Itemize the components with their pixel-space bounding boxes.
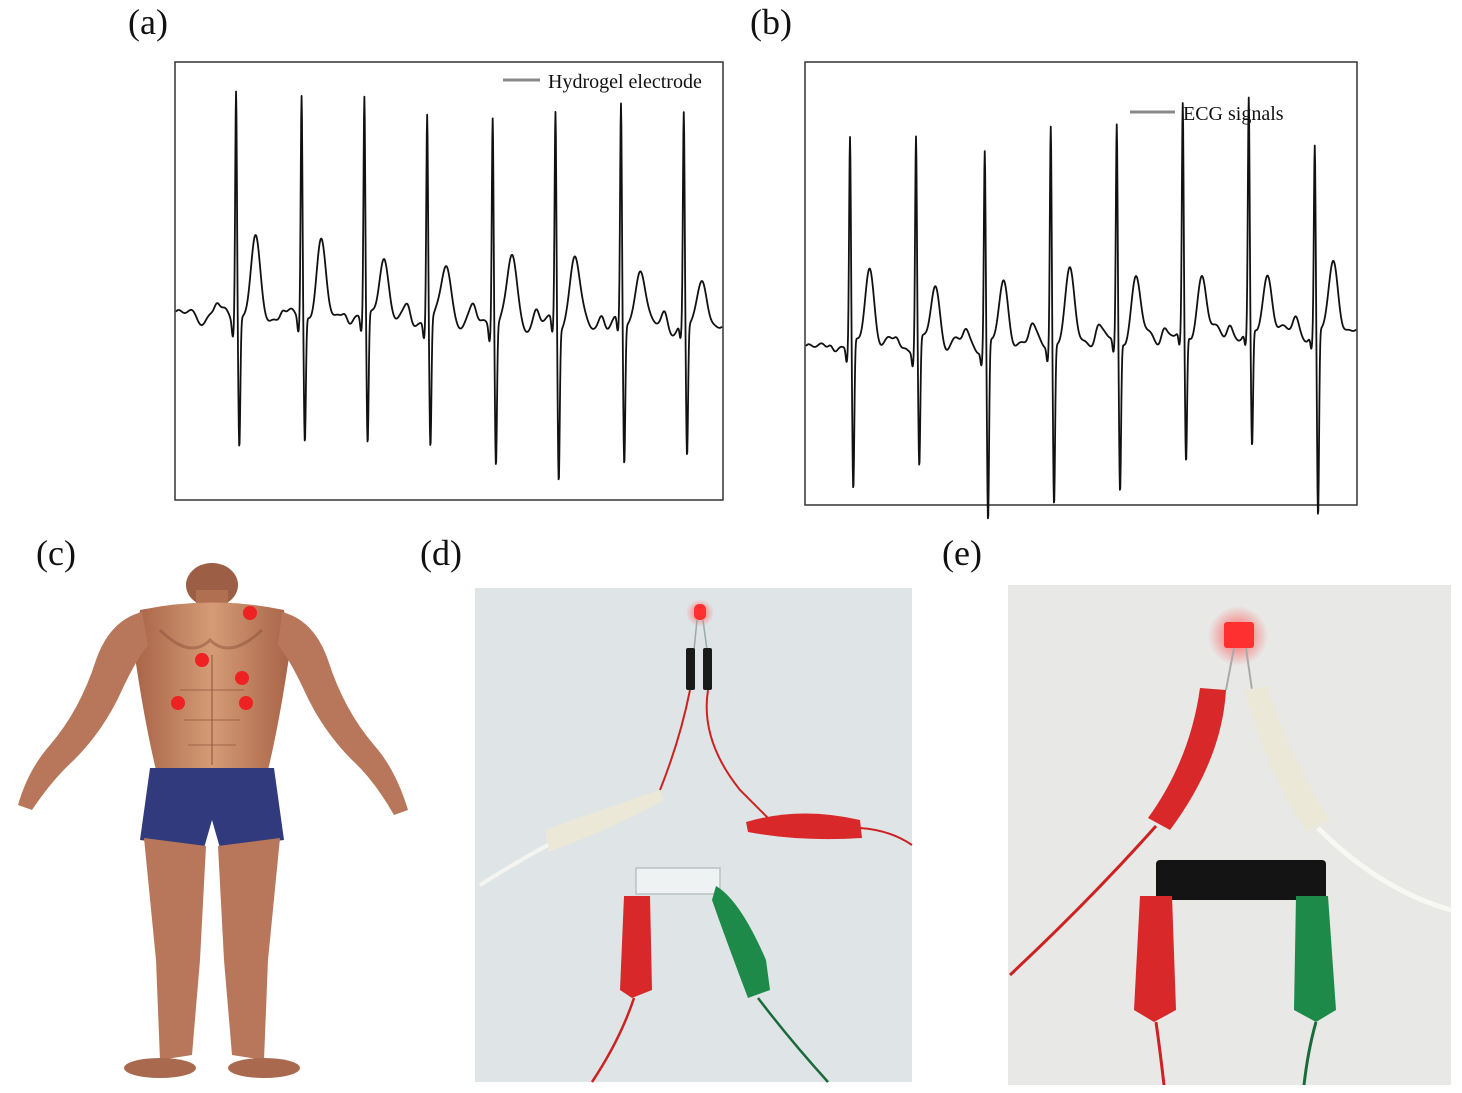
panel-label-c: (c) [36, 533, 76, 573]
panel-label-d: (d) [420, 533, 462, 573]
photo-d [475, 588, 913, 1083]
electrode-dot [195, 653, 209, 667]
panel-label-a: (a) [128, 2, 168, 42]
chart-b: ECG signals [804, 61, 1358, 520]
panel-label-e: (e) [942, 533, 982, 573]
electrode-dot [243, 606, 257, 620]
shorts [140, 768, 284, 848]
plot-frame-b [804, 61, 1358, 506]
panel-label-b: (b) [750, 2, 792, 42]
led [1224, 622, 1254, 648]
hydrogel-strip [1156, 860, 1326, 900]
legend-label-b: ECG signals [1183, 103, 1284, 125]
plot-frame-a [174, 61, 724, 501]
body-illustration [18, 563, 408, 1078]
electrode-dot [171, 696, 185, 710]
hydrogel-strip [635, 867, 721, 895]
electrode-positions [171, 606, 257, 710]
electrode-dot [239, 696, 253, 710]
electrode-dot [235, 671, 249, 685]
led [694, 604, 706, 620]
legend-label-a: Hydrogel electrode [548, 71, 702, 93]
ecg-trace-b [805, 96, 1357, 520]
photo-e [1008, 585, 1452, 1086]
ecg-trace-a [175, 90, 723, 481]
chart-a: Hydrogel electrode [174, 61, 724, 501]
